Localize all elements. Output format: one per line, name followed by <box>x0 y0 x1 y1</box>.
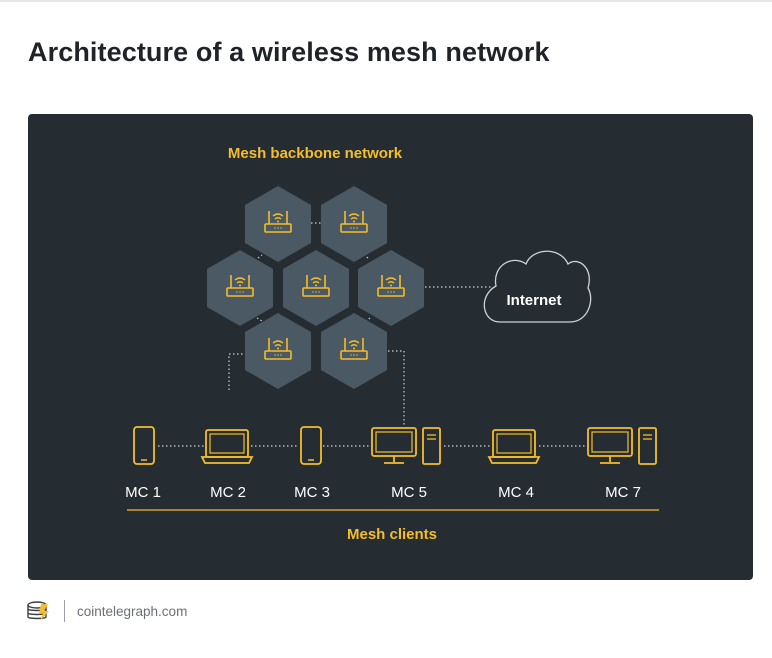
cloud-icon <box>483 250 592 323</box>
desktop-pc-icon <box>587 427 657 465</box>
cointelegraph-logo-icon <box>27 601 49 621</box>
top-divider <box>0 0 772 2</box>
clients-label: Mesh clients <box>347 526 437 543</box>
client-label: MC 2 <box>210 484 246 501</box>
page-title: Architecture of a wireless mesh network <box>28 37 550 67</box>
client-label: MC 3 <box>294 484 330 501</box>
footer-brand[interactable]: cointelegraph.com <box>77 603 188 619</box>
laptop-icon <box>201 429 253 464</box>
footer: cointelegraph.com <box>26 597 187 625</box>
client-label: MC 1 <box>125 484 161 501</box>
mesh-client-devices <box>133 426 657 465</box>
backbone-links <box>158 222 588 447</box>
client-label: MC 5 <box>391 484 427 501</box>
smartphone-icon <box>133 426 155 465</box>
smartphone-icon <box>300 426 322 465</box>
desktop-pc-icon <box>371 427 441 465</box>
laptop-icon <box>488 429 540 464</box>
footer-separator <box>64 600 65 622</box>
backbone-label: Mesh backbone network <box>228 145 403 162</box>
diagram-panel <box>28 114 753 580</box>
client-label: MC 4 <box>498 484 534 501</box>
internet-label: Internet <box>506 292 561 309</box>
client-label: MC 7 <box>605 484 641 501</box>
